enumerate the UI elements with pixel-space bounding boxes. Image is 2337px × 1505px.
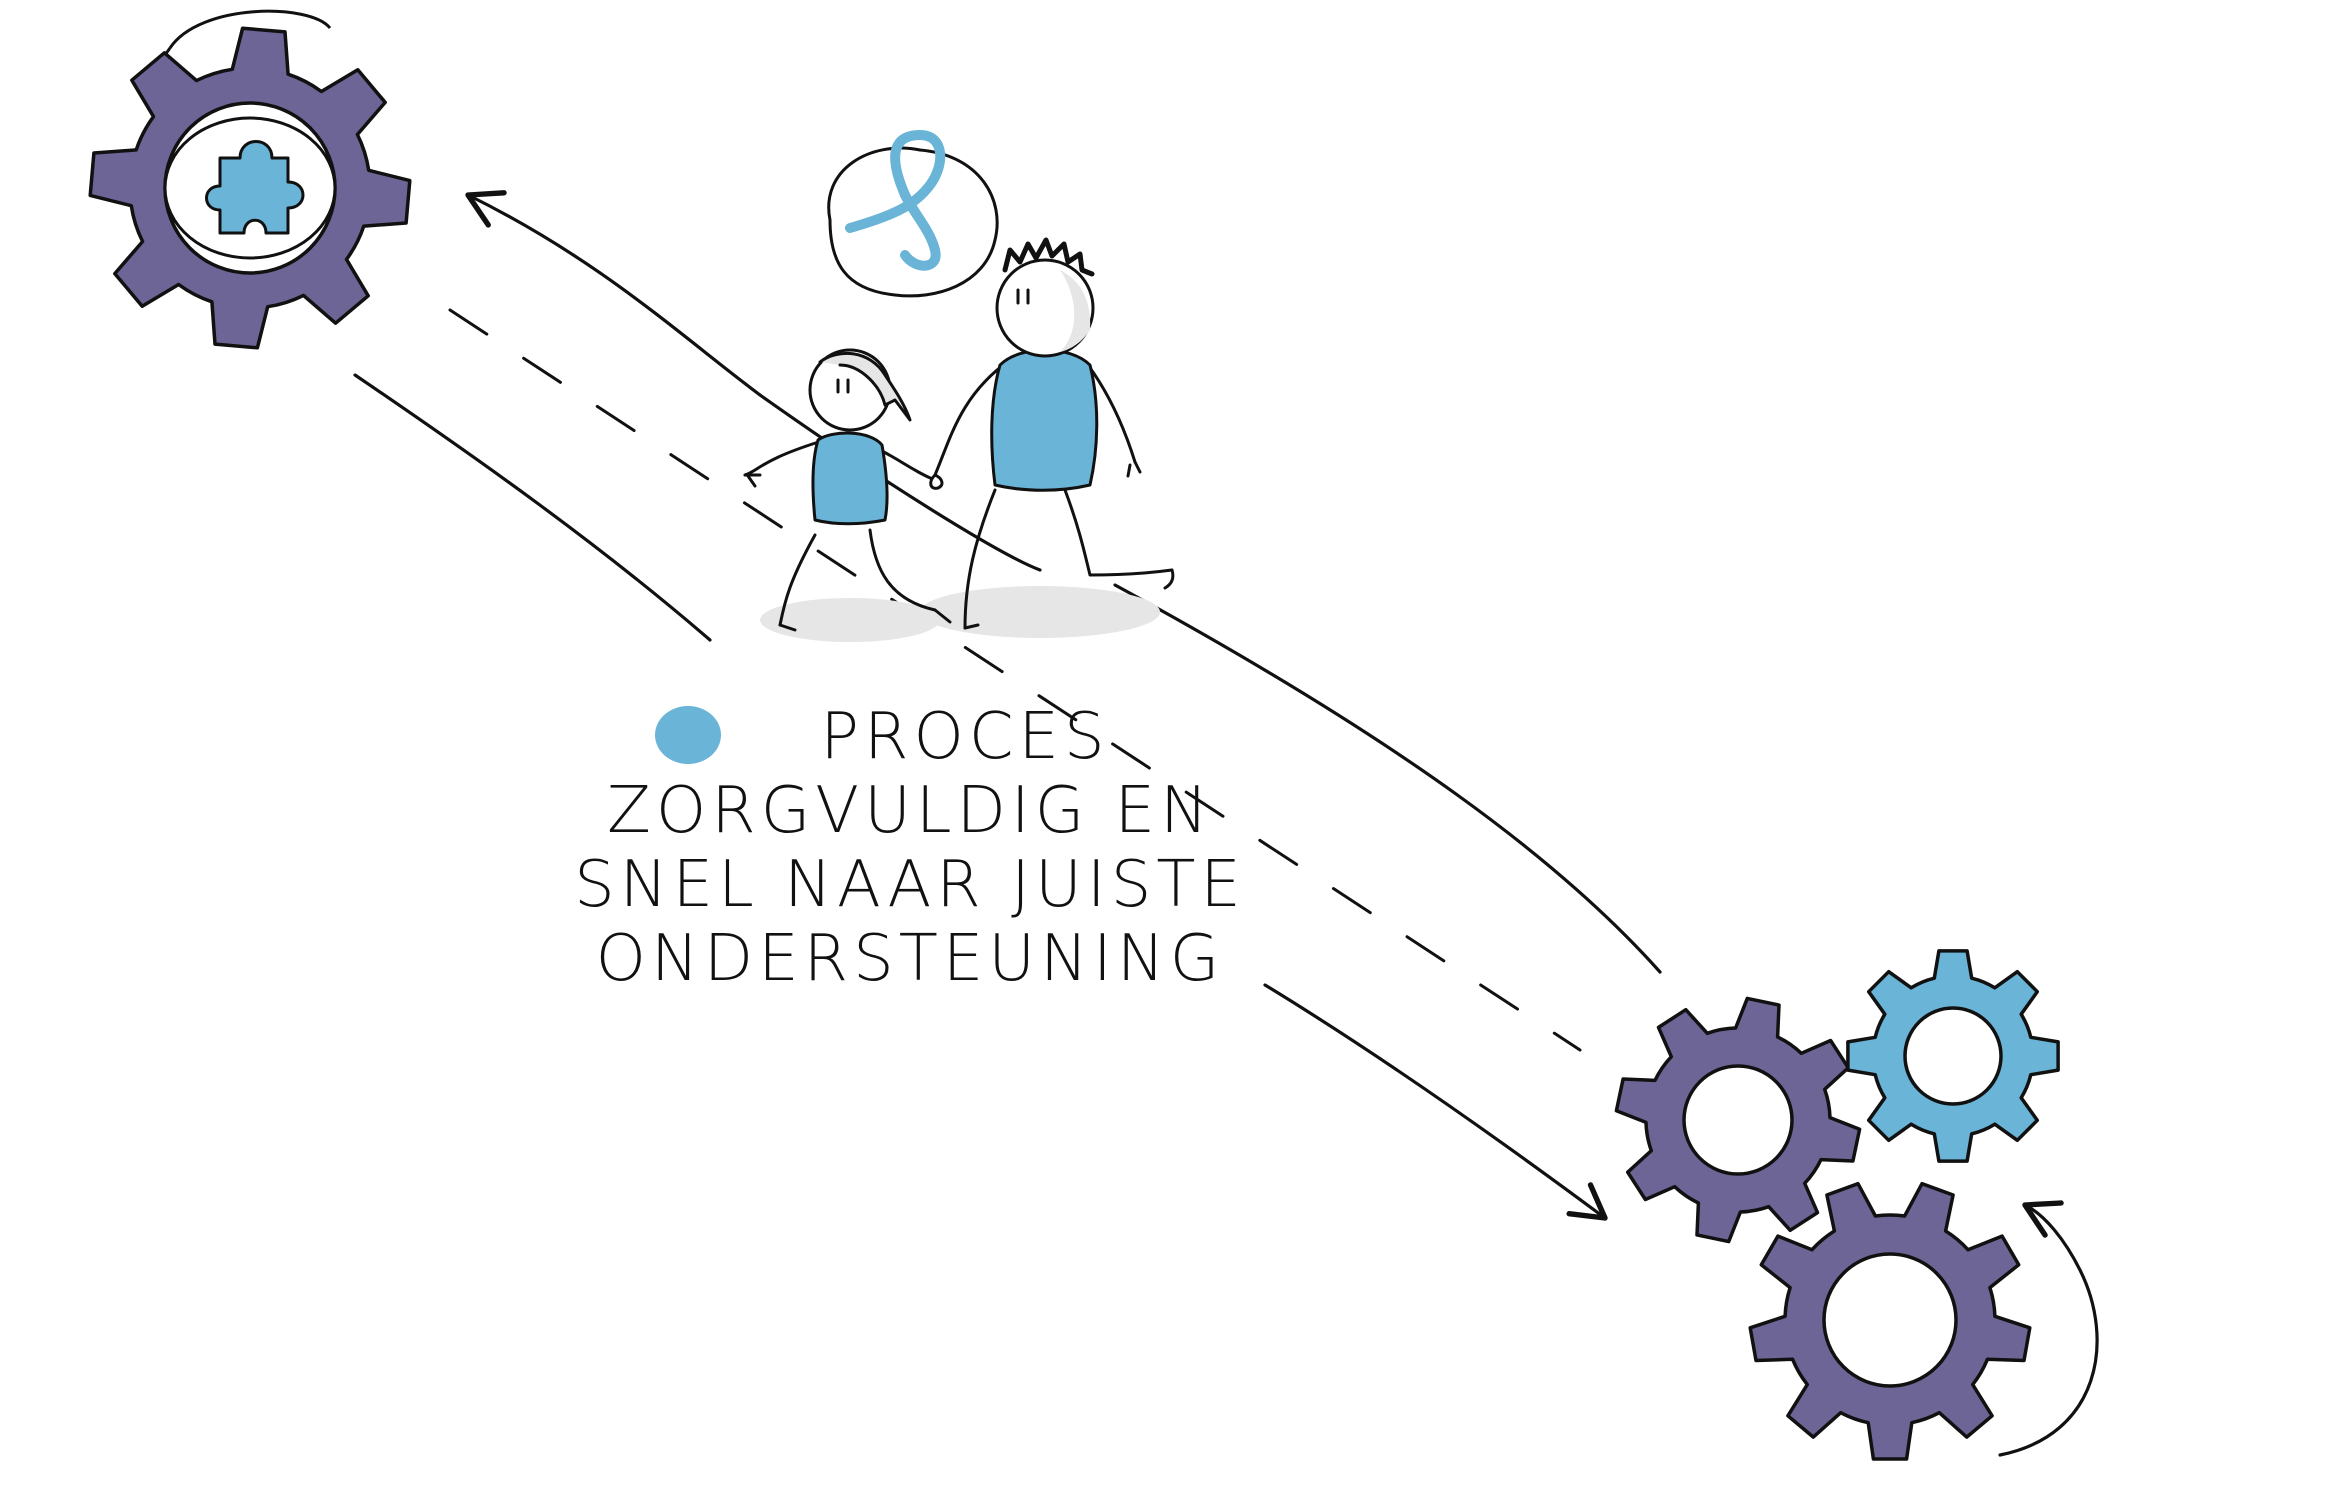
gear-hole (1903, 1006, 2003, 1106)
gear-hole (1682, 1064, 1794, 1176)
road-edge-lower (353, 373, 712, 642)
awareness-ribbon-icon (845, 130, 946, 271)
child-shadow (760, 598, 940, 642)
caption-line-4: ONDERSTEUNING (595, 922, 1225, 996)
road (353, 308, 1662, 1052)
child-figure (743, 348, 952, 632)
adult-figure (929, 237, 1175, 630)
caption-line-2: ZORGVULDIG EN (607, 774, 1213, 848)
start-gear-icon (88, 9, 412, 350)
process-caption: PROCES ZORGVULDIG EN SNEL NAAR JUISTE ON… (560, 700, 1260, 996)
bullet-dot-icon (655, 706, 721, 764)
end-gear-cluster-icon (1614, 949, 2099, 1461)
end-gear-rotate-arrow-icon (1998, 1200, 2099, 1457)
road-edge-upper (758, 393, 1662, 974)
arrow-back-icon (465, 190, 762, 397)
start-gear-rotate-arrow-icon (168, 9, 332, 49)
puzzle-piece-icon (205, 140, 305, 235)
caption-line-3: SNEL NAAR JUISTE (574, 848, 1246, 922)
arrow-forward-icon (1263, 983, 1608, 1221)
gear-blue-icon (1846, 949, 2060, 1163)
gear-hole (1822, 1252, 1958, 1388)
gear-purple-small-icon (1614, 996, 1862, 1244)
gear-purple-large-icon (1748, 1181, 2032, 1461)
adult-shadow (920, 586, 1160, 638)
caption-line-1: PROCES (820, 700, 1110, 774)
ribbon-bubble (827, 130, 999, 298)
